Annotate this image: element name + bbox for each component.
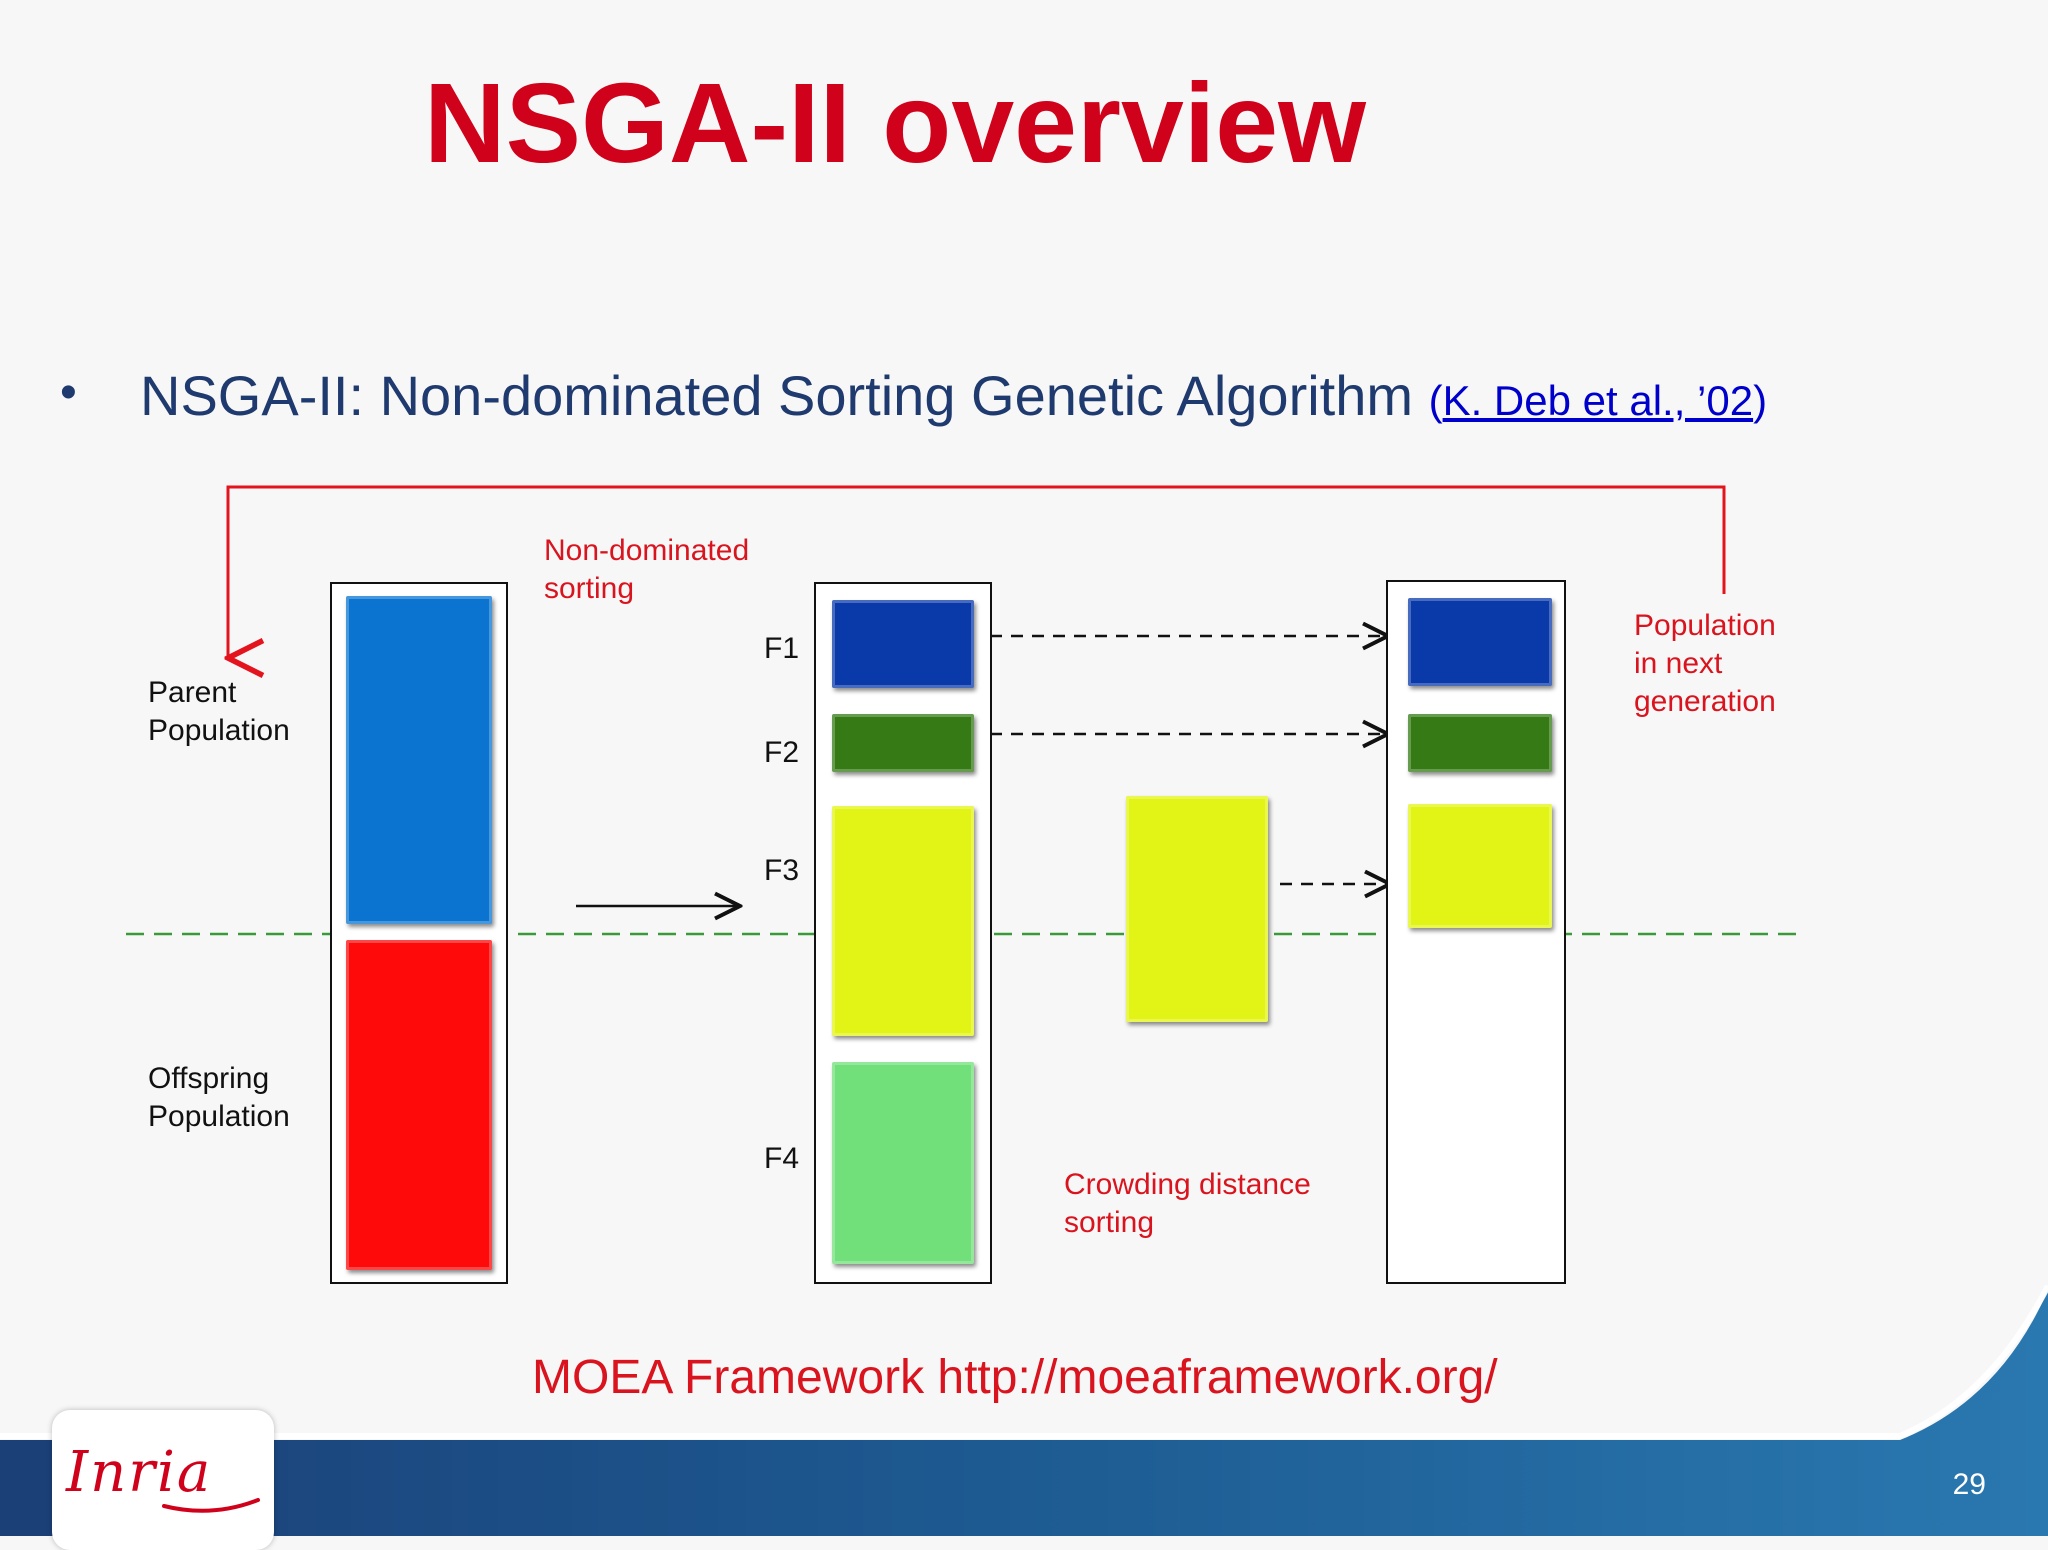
feedback-loop-line	[228, 485, 1726, 658]
next-gen-f3-block	[1408, 804, 1552, 928]
parent-population-label: Parent Population	[148, 676, 290, 747]
logo-swash-icon	[162, 1498, 260, 1513]
non-dominated-sorting-label: Non-dominated sorting	[544, 534, 750, 605]
next-gen-f1-block	[1408, 598, 1552, 686]
ref-open: (	[1428, 377, 1443, 424]
footer-band-highlight	[0, 1284, 2048, 1439]
front-f4-block	[832, 1062, 974, 1264]
slide-title: NSGA-II overview	[424, 60, 1366, 186]
front-f3-block	[832, 806, 974, 1036]
inria-logo-text: Inria	[66, 1440, 213, 1505]
bullet-marker: •	[60, 366, 77, 419]
front-f1-block	[832, 600, 974, 688]
parent-population-block	[346, 596, 492, 924]
front-label-f3: F3	[764, 854, 800, 887]
footer-band	[0, 1290, 2048, 1536]
offspring-population-block	[346, 940, 492, 1270]
front-f2-block	[832, 714, 974, 772]
bullet-line: NSGA-II: Non-dominated Sorting Genetic A…	[140, 363, 1767, 428]
reference-link[interactable]: K. Deb et al., ’02	[1442, 377, 1754, 424]
front-label-f1: F1	[764, 632, 800, 665]
inria-logo: Inria	[52, 1410, 274, 1550]
crowding-sorted-f3-block	[1126, 796, 1268, 1022]
crowding-distance-label: Crowding distance sorting	[1064, 1168, 1311, 1239]
offspring-population-label: Offspring Population	[148, 1062, 290, 1133]
next-generation-label: Population in next generation	[1634, 609, 1776, 718]
moea-framework-reference: MOEA Framework http://moeaframework.org/	[532, 1351, 1498, 1404]
page-number: 29	[1952, 1468, 1986, 1501]
ref-close: )	[1753, 377, 1768, 424]
front-label-f2: F2	[764, 736, 800, 769]
reference: (K. Deb et al., ’02)	[1429, 377, 1768, 424]
front-label-f4: F4	[764, 1142, 800, 1175]
bullet-text: NSGA-II: Non-dominated Sorting Genetic A…	[140, 364, 1414, 427]
next-generation-frame	[1386, 580, 1566, 1284]
next-gen-f2-block	[1408, 714, 1552, 772]
